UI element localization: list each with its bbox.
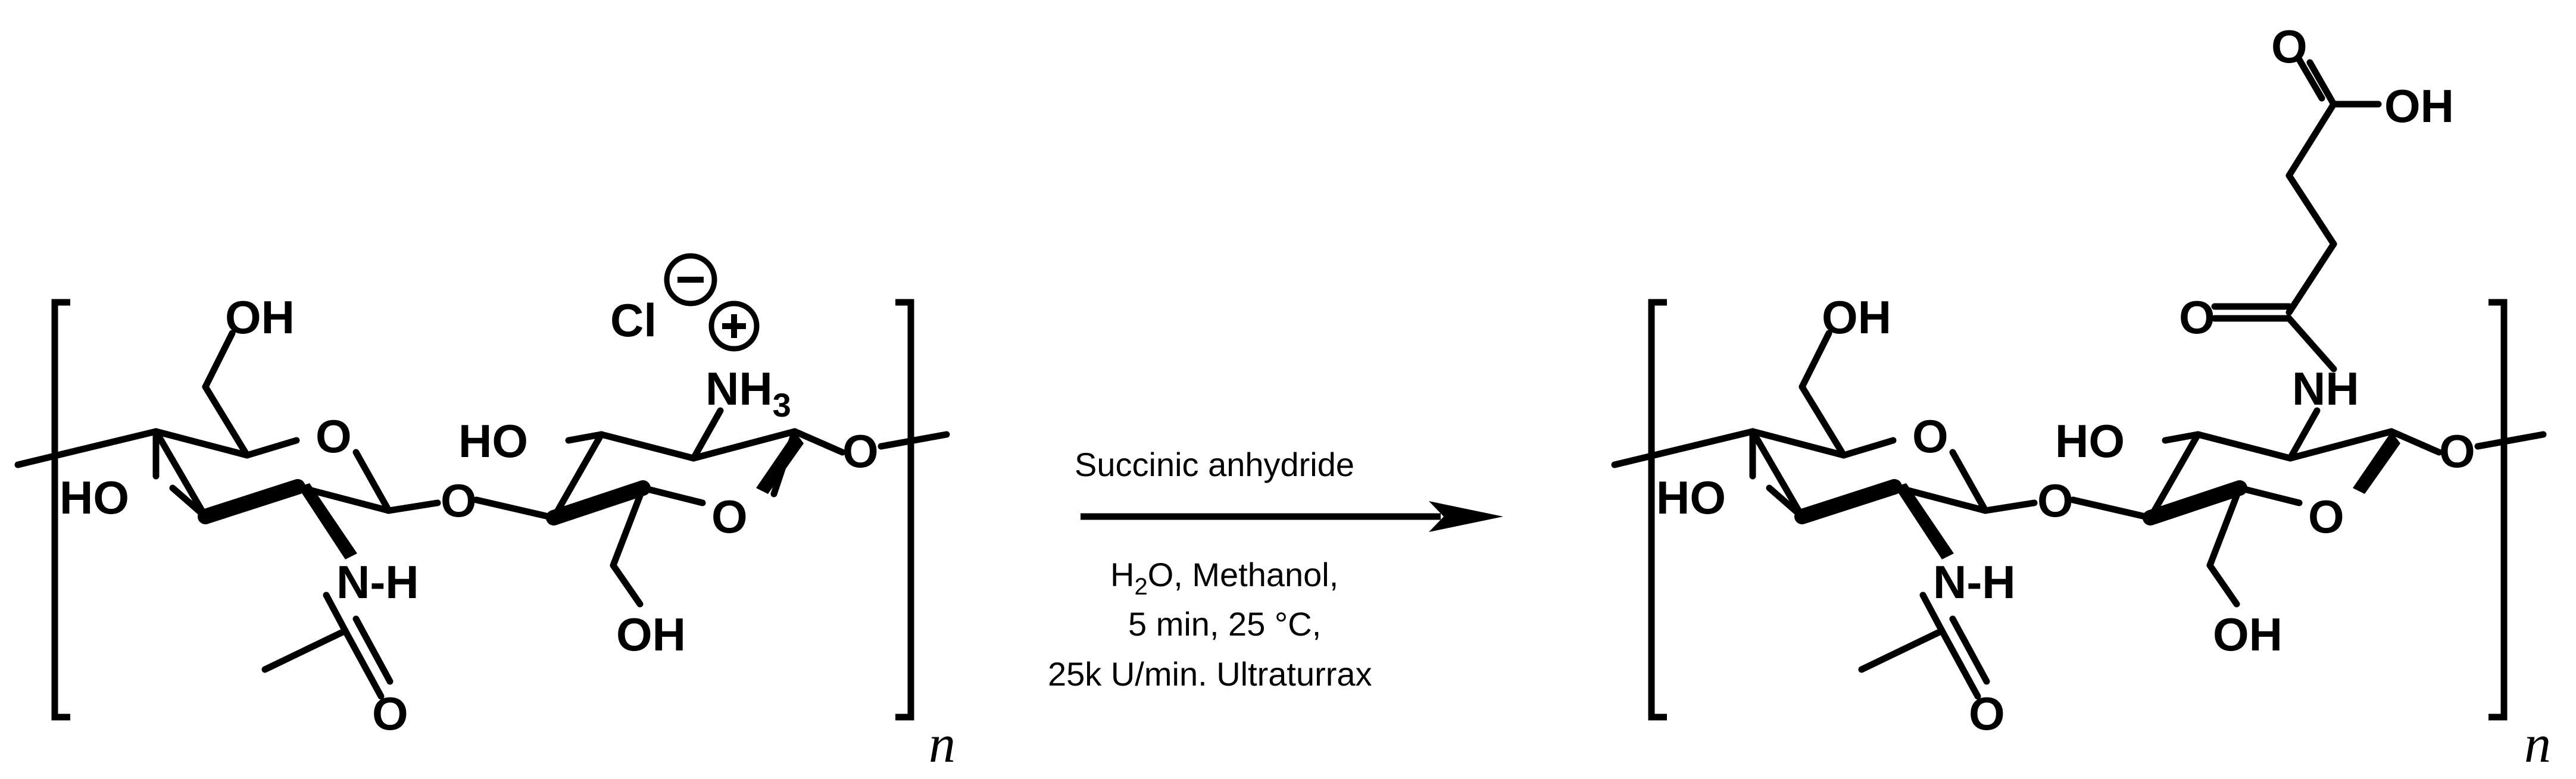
positive-charge-icon bbox=[708, 301, 760, 352]
product-carbonyl-oxygen: O bbox=[2179, 291, 2215, 343]
reactant-glycosidic-oxygen: O bbox=[441, 474, 477, 527]
product-ring1-oxygen: O bbox=[1912, 410, 1949, 462]
product-ring2-oxygen: O bbox=[2308, 490, 2344, 543]
reactant-ring-1 bbox=[14, 330, 441, 700]
product-left-bracket bbox=[1648, 299, 1667, 721]
reactant-nh3: NH3 bbox=[705, 362, 791, 424]
reactant-ring2-oxygen: O bbox=[711, 490, 748, 543]
reactant-left-bracket bbox=[51, 299, 70, 721]
reactant-end-oxygen: O bbox=[842, 425, 879, 477]
reagent-label: Succinic anhydride bbox=[1075, 446, 1354, 483]
product-acid-oxygen: O bbox=[2271, 20, 2308, 73]
reactant-chloride: Cl bbox=[610, 294, 657, 346]
condition-line-3: 25k U/min. Ultraturrax bbox=[1048, 655, 1372, 693]
product-ring-2 bbox=[2069, 407, 2547, 608]
reactant-right-bracket bbox=[895, 299, 914, 721]
reactant-oh-bottom: OH bbox=[616, 608, 686, 661]
succinyl-chain bbox=[2211, 56, 2382, 373]
reaction-arrow-head bbox=[1429, 501, 1503, 532]
reactant-ring-2 bbox=[473, 407, 950, 608]
product-amide-oxygen: O bbox=[1969, 687, 2005, 740]
condition-line-2: 5 min, 25 °C, bbox=[1128, 605, 1321, 643]
product-glycosidic-oxygen: O bbox=[2037, 474, 2074, 527]
product-repeat-n: n bbox=[2524, 715, 2551, 774]
product-n-h: N-H bbox=[1933, 556, 2016, 608]
reaction-arrow-group: Succinic anhydride H2O, Methanol, 5 min,… bbox=[1048, 446, 1503, 693]
product-ring-1 bbox=[1611, 330, 2038, 700]
reactant-amide-oxygen: O bbox=[372, 687, 408, 740]
product-oh-top: OH bbox=[1822, 291, 1891, 343]
product-nh: NH bbox=[2292, 362, 2359, 415]
product-end-oxygen: O bbox=[2439, 425, 2475, 477]
negative-charge-icon bbox=[664, 253, 717, 306]
reactant-ho-ring2: HO bbox=[458, 415, 528, 467]
product-oh-bottom: OH bbox=[2213, 608, 2283, 661]
product-structure: OH O HO N-H O O HO O OH O bbox=[1611, 20, 2551, 774]
reactant-ho-left: HO bbox=[60, 471, 129, 524]
product-ho-left: HO bbox=[1656, 471, 1726, 524]
product-right-bracket bbox=[2488, 299, 2508, 721]
reactant-structure: OH O HO N-H O O HO O OH O NH3 Cl bbox=[14, 253, 956, 774]
product-ho-ring2: HO bbox=[2055, 415, 2125, 467]
reactant-repeat-n: n bbox=[929, 715, 956, 774]
reactant-oh-top: OH bbox=[225, 291, 295, 343]
reactant-ring1-oxygen: O bbox=[316, 410, 352, 462]
condition-line-1: H2O, Methanol, bbox=[1110, 556, 1338, 600]
reactant-n-h: N-H bbox=[336, 556, 419, 608]
product-acid-oh: OH bbox=[2384, 80, 2454, 132]
